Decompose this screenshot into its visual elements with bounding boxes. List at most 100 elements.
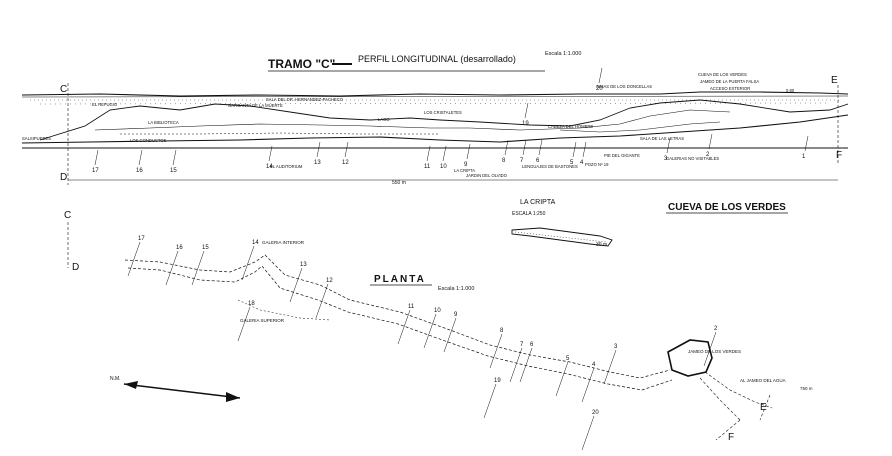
plan-station-6: 6 [530, 342, 534, 348]
profile-station-5: 5 [570, 160, 574, 166]
plan-station-19: 19 [494, 378, 501, 384]
plan-station-18-tick [237, 306, 251, 342]
plan-label-4: 750 m [800, 386, 813, 391]
plan-station-7-tick [509, 347, 523, 383]
north-arrow-tail-icon [226, 392, 240, 402]
profile-lower-label-7: PIE DEL GIGANTE [604, 153, 640, 158]
plan-station-16-tick [165, 250, 179, 286]
profile-lower-label-5: LENGUAJES DE BASTONES [522, 164, 578, 169]
profile-station-11: 11 [424, 164, 431, 170]
profile-station-12: 12 [342, 160, 349, 166]
profile-station-19: 19 [522, 121, 529, 127]
plan-station-15-tick [191, 250, 205, 286]
plan-label-0: GALERIA INTERIOR [262, 240, 305, 245]
profile-station-20: 20 [596, 86, 603, 92]
profile-corner-f: F [836, 150, 842, 161]
profile-station-17-tick [94, 149, 99, 166]
profile-station-5-tick [572, 141, 577, 158]
profile-scale: Escala 1:1.000 [545, 51, 581, 57]
profile-lower-label-2: EL AUDITORIUM [270, 164, 303, 169]
profile-station-3-tick [666, 137, 671, 154]
profile-station-7-tick [522, 139, 527, 156]
profile-lower-label-1: LOS CONDUCTOS [130, 138, 167, 143]
profile-corner-d: D [60, 172, 67, 183]
profile-station-15: 15 [170, 168, 177, 174]
plan-station-20: 20 [592, 410, 599, 416]
plan-corner-f: F [728, 432, 734, 443]
plan-station-8: 8 [500, 328, 504, 334]
profile-upper-label-5: LOS CRISTALETES [424, 110, 462, 115]
profile-lower-labels: SALSIPUEDES LOS CONDUCTOS EL AUDITORIUM LA … [22, 136, 719, 178]
plan-station-4: 4 [592, 362, 596, 368]
plan-station-6-tick [519, 347, 533, 383]
profile-station-4-tick [582, 141, 587, 158]
profile-station-9: 9 [464, 162, 468, 168]
profile-station-2: 2 [706, 152, 710, 158]
plan-corner-e: E [760, 402, 767, 413]
profile-station-10-tick [442, 145, 447, 162]
profile-station-16: 16 [136, 168, 143, 174]
profile-length: 550 m [392, 180, 406, 186]
plan-title: PLANTA [374, 274, 426, 285]
profile-title-rest: PERFIL LONGITUDINAL (desarrollado) [358, 54, 516, 64]
profile-station-6: 6 [536, 158, 540, 164]
profile-station-13-tick [316, 141, 321, 158]
profile-upper-label-2: GARGANTA DE LA MUERTE [228, 103, 283, 108]
profile-upper-label-3: SALA DEL DR. HERNANDEZ-PACHECO [266, 97, 344, 102]
profile-station-19-tick [524, 102, 529, 119]
plan-station-14: 14 [252, 240, 259, 246]
cripta-title: LA CRIPTA [520, 199, 556, 206]
profile-station-14: 14 [266, 164, 273, 170]
profile-upper-label-10: ACCESO EXTERIOR [710, 86, 750, 91]
profile-station-1-tick [804, 135, 809, 152]
plan-station-3: 3 [614, 344, 618, 350]
profile-corner-e: E [831, 75, 838, 86]
plan-corner-c: C [64, 210, 71, 221]
profile-station-12-tick [344, 141, 349, 158]
plan-station-17: 17 [138, 236, 145, 242]
profile-station-15-tick [172, 149, 177, 166]
profile-station-2-tick [708, 133, 713, 150]
plan-station-11: 11 [408, 304, 415, 310]
profile-station-17: 17 [92, 168, 99, 174]
profile-lower-label-4: JARDIN DEL OLVIDO [466, 173, 508, 178]
profile-lower-label-0: SALSIPUEDES [22, 136, 51, 141]
profile-upper-label-7: SIMAS DE LOS DONCELLAS [596, 84, 652, 89]
profile-station-20-tick [598, 67, 603, 84]
profile-station-3: 3 [664, 156, 668, 162]
plan-station-10-tick [423, 313, 437, 349]
cave-name: CUEVA DE LOS VERDES [668, 202, 786, 213]
profile-station-8: 8 [502, 158, 506, 164]
plan-station-10: 10 [434, 308, 441, 314]
plan-station-13-tick [289, 267, 303, 303]
plan-labels: GALERIA INTERIOR GALERIA SUPERIOR JAMEO DE… [240, 240, 813, 391]
profile-lower-label-3: LA CRIPTA [454, 168, 475, 173]
plan-station-9: 9 [454, 312, 458, 318]
plan-station-12-tick [315, 283, 329, 319]
profile-station-6-tick [538, 139, 543, 156]
plan-station-13: 13 [300, 262, 307, 268]
profile-upper-label-8: CUEVA DE LOS VERDES [698, 72, 747, 77]
north-label: N.M. [110, 376, 121, 382]
plan-scale: Escala 1:1.000 [438, 286, 474, 292]
cripta-scale: ESCALA 1:250 [512, 211, 546, 217]
plan-station-4-tick [581, 367, 595, 403]
profile-upper-label-6: CABEZA DEL HOMBRE [548, 124, 593, 129]
profile-station-8-tick [504, 139, 509, 156]
profile-lower-label-6: POZO Nº 19 [585, 162, 609, 167]
profile-station-16-tick [138, 149, 143, 166]
plan-label-2: JAMEO DE LOS VERDES [688, 349, 741, 354]
profile-station-1: 1 [802, 154, 806, 160]
profile-station-7: 7 [520, 158, 524, 164]
profile-lower-label-9: GALERIAS NO VISITABLES [666, 156, 719, 161]
plan-label-1: GALERIA SUPERIOR [240, 318, 285, 323]
plan-station-16: 16 [176, 245, 183, 251]
profile-title: TRAMO "C" PERFIL LONGITUDINAL (desarroll… [268, 51, 581, 72]
profile-corner-c: C [60, 84, 67, 95]
profile-station-14-tick [268, 145, 273, 162]
plan-frame: C D E F PLANTA Escala 1:1.000 N.M. [64, 210, 773, 443]
